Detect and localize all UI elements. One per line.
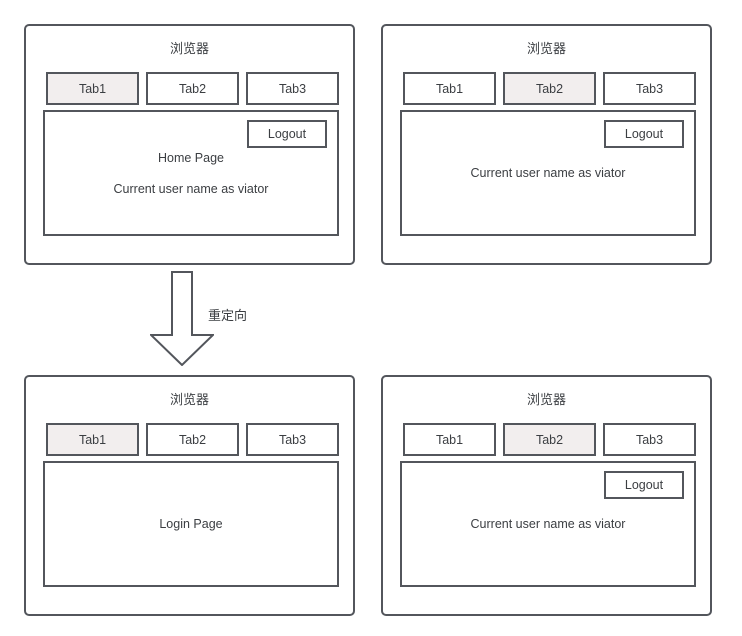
browser-window-bottom-right: 浏览器 Tab1 Tab2 Tab3 Logout Current user n… — [381, 375, 712, 616]
page-content: Login Page — [43, 461, 339, 587]
tab-3[interactable]: Tab3 — [603, 72, 696, 105]
tab-3[interactable]: Tab3 — [603, 423, 696, 456]
browser-window-bottom-left: 浏览器 Tab1 Tab2 Tab3 Login Page — [24, 375, 355, 616]
tab-bar: Tab1 Tab2 Tab3 — [46, 72, 339, 105]
redirect-arrow-icon — [150, 271, 214, 366]
page-heading: Home Page — [157, 150, 224, 165]
tab-bar: Tab1 Tab2 Tab3 — [46, 423, 339, 456]
current-user-text: Current user name as viator — [470, 166, 626, 180]
page-heading: Login Page — [159, 517, 223, 531]
logout-button[interactable]: Logout — [604, 120, 684, 148]
tab-2[interactable]: Tab2 — [503, 423, 596, 456]
tab-1[interactable]: Tab1 — [403, 72, 496, 105]
browser-window-top-right: 浏览器 Tab1 Tab2 Tab3 Logout Current user n… — [381, 24, 712, 265]
tab-1[interactable]: Tab1 — [46, 423, 139, 456]
current-user-text: Current user name as viator — [470, 517, 626, 531]
page-content: Logout Current user name as viator — [400, 110, 696, 236]
browser-window-top-left: 浏览器 Tab1 Tab2 Tab3 Logout Home Page Curr… — [24, 24, 355, 265]
tab-3[interactable]: Tab3 — [246, 423, 339, 456]
tab-2[interactable]: Tab2 — [503, 72, 596, 105]
browser-title: 浏览器 — [526, 392, 566, 407]
logout-button[interactable]: Logout — [604, 471, 684, 499]
tab-1[interactable]: Tab1 — [46, 72, 139, 105]
page-content: Logout Home Page Current user name as vi… — [43, 110, 339, 236]
tab-2[interactable]: Tab2 — [146, 423, 239, 456]
tab-1[interactable]: Tab1 — [403, 423, 496, 456]
redirect-arrow-label: 重定向 — [208, 308, 248, 323]
current-user-text: Current user name as viator — [113, 181, 269, 196]
tab-3[interactable]: Tab3 — [246, 72, 339, 105]
tab-bar: Tab1 Tab2 Tab3 — [403, 72, 696, 105]
logout-button[interactable]: Logout — [247, 120, 327, 148]
browser-title: 浏览器 — [169, 41, 209, 56]
browser-title: 浏览器 — [526, 41, 566, 56]
browser-title: 浏览器 — [169, 392, 209, 407]
page-content: Logout Current user name as viator — [400, 461, 696, 587]
tab-2[interactable]: Tab2 — [146, 72, 239, 105]
tab-bar: Tab1 Tab2 Tab3 — [403, 423, 696, 456]
